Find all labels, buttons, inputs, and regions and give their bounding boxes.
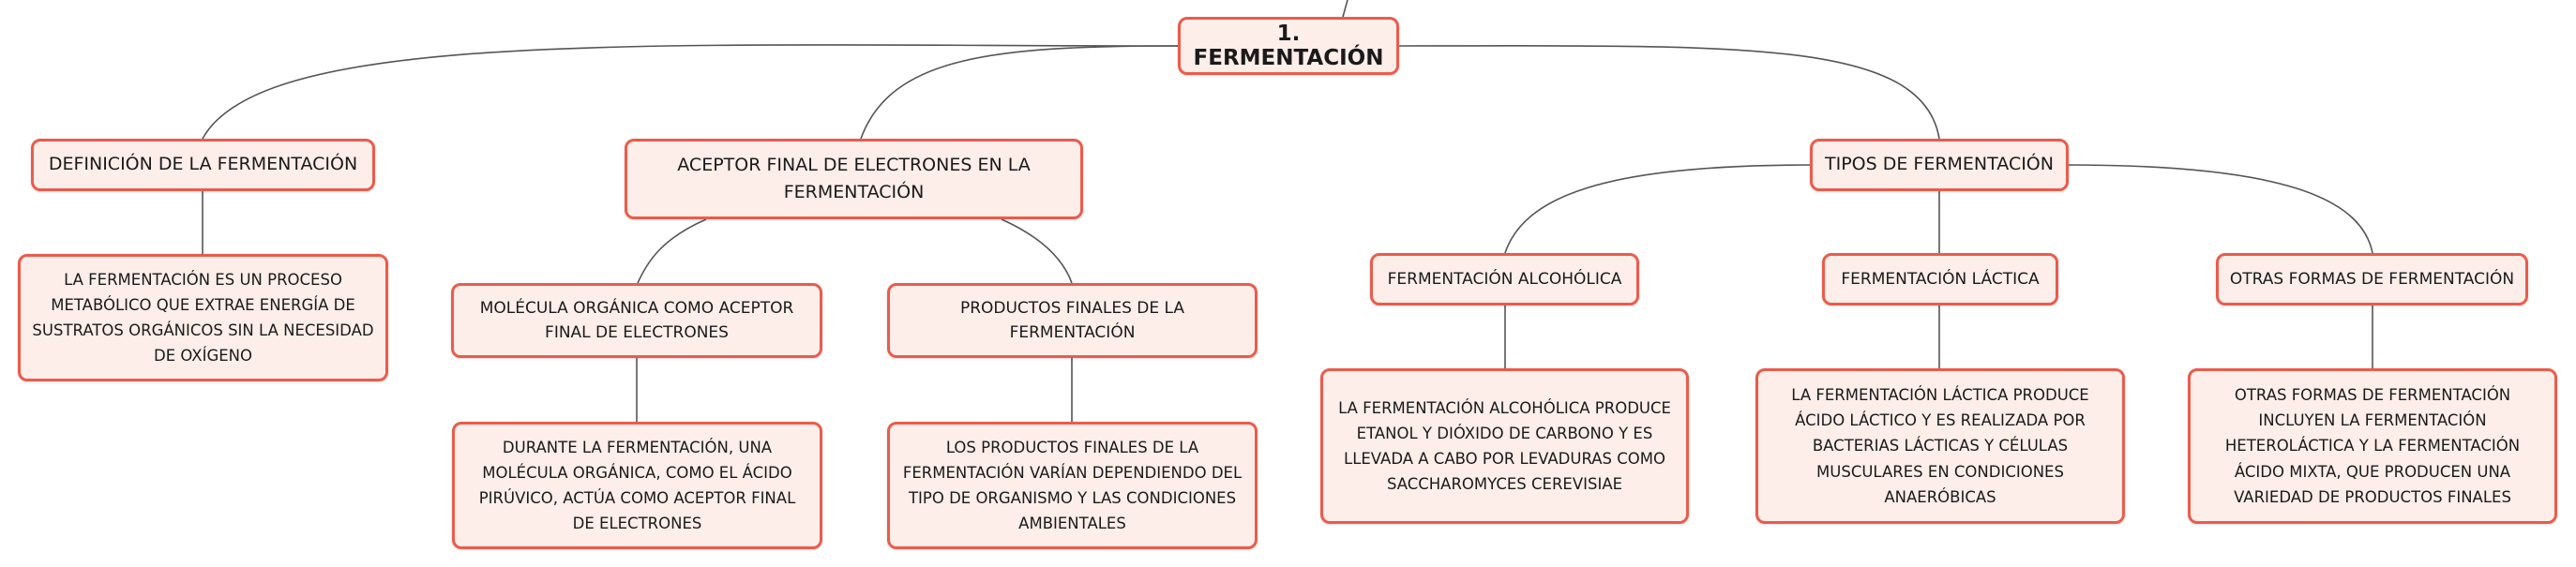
connector-root-to-parent — [1342, 0, 1348, 18]
connector-aceptor-to-molecula — [637, 218, 707, 284]
subtopic-productos-text[interactable]: LOS PRODUCTOS FINALES DE LA FERMENTACIÓN… — [887, 422, 1258, 549]
subtopic-productos-label: PRODUCTOS FINALES DE LA FERMENTACIÓN — [959, 298, 1185, 342]
subtopic-alcoholica-label: FERMENTACIÓN ALCOHÓLICA — [1387, 269, 1622, 289]
topic-aceptor-label: ACEPTOR FINAL DE ELECTRONES EN LA FERMEN… — [677, 154, 1031, 202]
connector-root-to-aceptor — [860, 45, 1179, 140]
subtopic-lactica[interactable]: FERMENTACIÓN LÁCTICA — [1822, 253, 2058, 306]
subtopic-lactica-text-label: LA FERMENTACIÓN LÁCTICA PRODUCE ÁCIDO LÁ… — [1791, 385, 2089, 506]
subtopic-productos-text-label: LOS PRODUCTOS FINALES DE LA FERMENTACIÓN… — [902, 438, 1243, 533]
connector-tipos-to-otras — [2068, 164, 2373, 254]
root-topic-label: 1. FERMENTACIÓN — [1193, 22, 1384, 70]
subtopic-otras-text-label: OTRAS FORMAS DE FERMENTACIÓN INCLUYEN LA… — [2224, 385, 2521, 506]
connector-root-to-tipos — [1398, 45, 1940, 140]
subtopic-molecula[interactable]: MOLÉCULA ORGÁNICA COMO ACEPTOR FINAL DE … — [451, 283, 822, 358]
topic-tipos-label: TIPOS DE FERMENTACIÓN — [1825, 154, 2054, 175]
subtopic-molecula-text-label: DURANTE LA FERMENTACIÓN, UNA MOLÉCULA OR… — [478, 438, 796, 533]
topic-aceptor[interactable]: ACEPTOR FINAL DE ELECTRONES EN LA FERMEN… — [625, 139, 1083, 219]
topic-definicion[interactable]: DEFINICIÓN DE LA FERMENTACIÓN — [31, 139, 375, 191]
subtopic-definicion-text[interactable]: LA FERMENTACIÓN ES UN PROCESO METABÓLICO… — [18, 254, 388, 381]
subtopic-molecula-text[interactable]: DURANTE LA FERMENTACIÓN, UNA MOLÉCULA OR… — [452, 422, 822, 549]
subtopic-alcoholica-text-label: LA FERMENTACIÓN ALCOHÓLICA PRODUCE ETANO… — [1338, 398, 1671, 494]
connector-aceptor-to-productos — [1001, 218, 1073, 284]
connector-tipos-to-alcoholica — [1504, 164, 1811, 254]
root-topic[interactable]: 1. FERMENTACIÓN — [1178, 17, 1399, 75]
connector-root-to-definicion — [202, 44, 1179, 140]
subtopic-definicion-text-label: LA FERMENTACIÓN ES UN PROCESO METABÓLICO… — [32, 270, 374, 366]
subtopic-otras-text[interactable]: OTRAS FORMAS DE FERMENTACIÓN INCLUYEN LA… — [2188, 368, 2557, 524]
subtopic-lactica-label: FERMENTACIÓN LÁCTICA — [1841, 269, 2040, 289]
subtopic-productos[interactable]: PRODUCTOS FINALES DE LA FERMENTACIÓN — [887, 283, 1258, 358]
topic-definicion-label: DEFINICIÓN DE LA FERMENTACIÓN — [48, 154, 358, 175]
subtopic-alcoholica[interactable]: FERMENTACIÓN ALCOHÓLICA — [1370, 253, 1639, 306]
subtopic-lactica-text[interactable]: LA FERMENTACIÓN LÁCTICA PRODUCE ÁCIDO LÁ… — [1755, 368, 2125, 524]
topic-tipos[interactable]: TIPOS DE FERMENTACIÓN — [1810, 139, 2069, 191]
subtopic-molecula-label: MOLÉCULA ORGÁNICA COMO ACEPTOR FINAL DE … — [479, 298, 794, 342]
subtopic-alcoholica-text[interactable]: LA FERMENTACIÓN ALCOHÓLICA PRODUCE ETANO… — [1320, 368, 1689, 524]
subtopic-otras[interactable]: OTRAS FORMAS DE FERMENTACIÓN — [2216, 253, 2528, 306]
subtopic-otras-label: OTRAS FORMAS DE FERMENTACIÓN — [2229, 269, 2515, 289]
